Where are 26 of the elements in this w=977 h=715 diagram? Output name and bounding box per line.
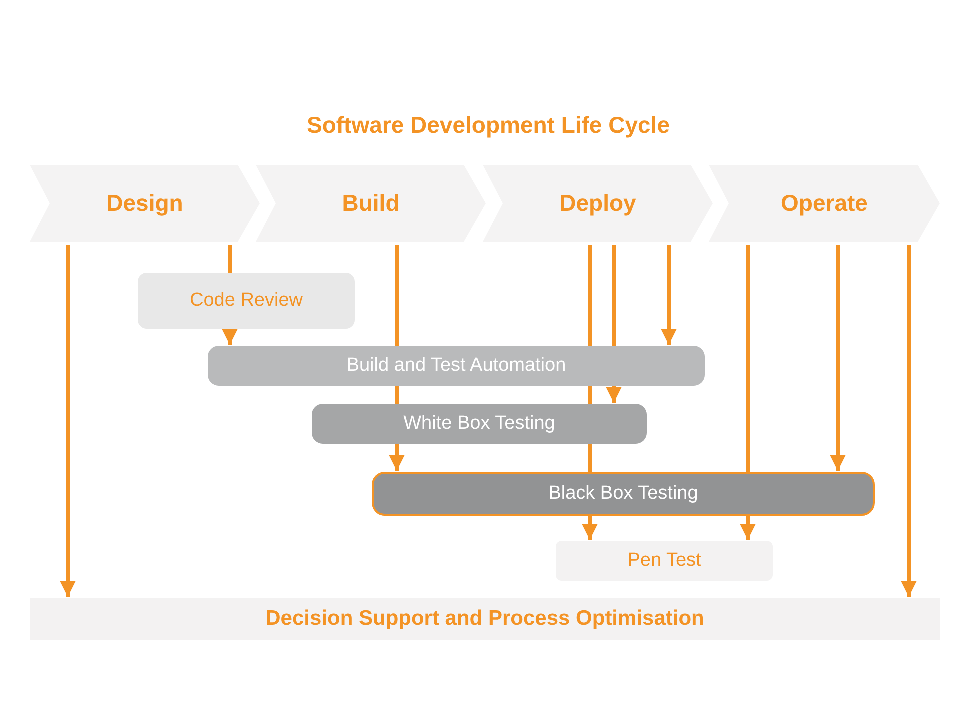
arrow <box>60 245 76 597</box>
process-box <box>372 472 875 516</box>
box-label: Pen Test <box>628 550 702 572</box>
stage-label: Build <box>342 190 400 217</box>
process-box <box>30 598 940 640</box>
arrow <box>582 516 598 540</box>
stage-label: Operate <box>781 190 868 217</box>
process-box <box>138 273 355 329</box>
arrow <box>830 245 846 471</box>
box-label: Code Review <box>190 290 303 312</box>
arrow <box>606 386 622 403</box>
arrow <box>389 444 405 471</box>
box-label: Decision Support and Process Optimisation <box>266 607 704 631</box>
arrow <box>661 245 677 345</box>
arrow <box>740 516 756 540</box>
arrow <box>901 245 917 597</box>
box-label: Build and Test Automation <box>346 355 566 377</box>
box-label: Black Box Testing <box>548 483 698 505</box>
diagram-title: Software Development Life Cycle <box>306 112 671 139</box>
process-box <box>208 346 705 386</box>
process-box <box>312 404 647 444</box>
stage-label: Deploy <box>560 190 636 217</box>
box-label: White Box Testing <box>404 413 556 435</box>
process-box <box>556 541 773 581</box>
arrow <box>222 329 238 345</box>
stage-label: Design <box>106 190 184 217</box>
